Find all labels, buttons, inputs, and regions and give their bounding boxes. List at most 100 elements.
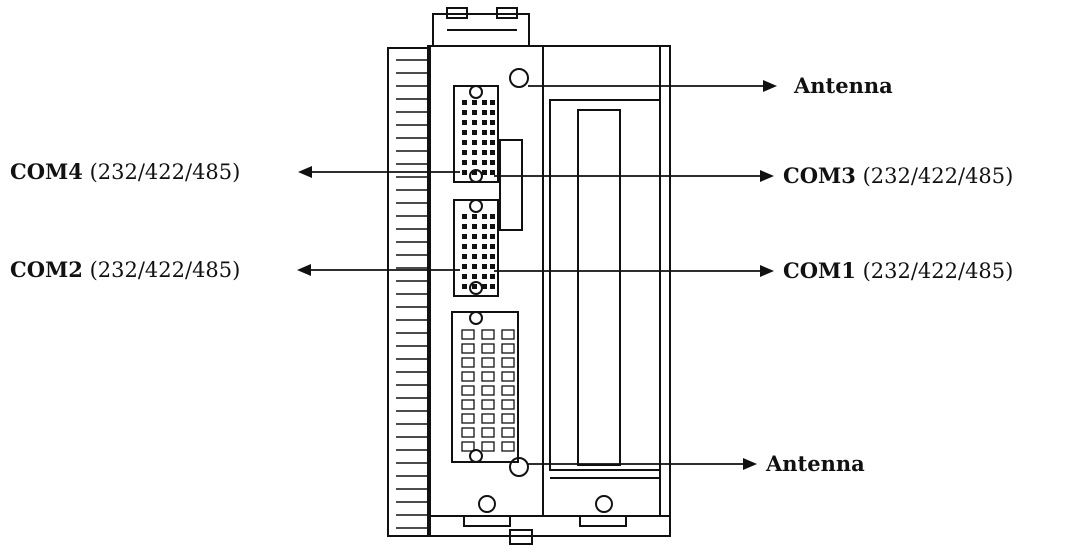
label-com3: COM3 (232/422/485) — [783, 163, 1014, 188]
connector-pin — [490, 264, 495, 269]
connector-pin — [482, 130, 487, 135]
connector-pin — [472, 244, 477, 249]
connector-pin — [472, 274, 477, 279]
terminal-screw — [461, 441, 475, 452]
connector-pin — [472, 264, 477, 269]
terminal-screw — [481, 427, 495, 438]
terminal-screw — [501, 413, 515, 424]
connector-pin — [472, 284, 477, 289]
label-antenna-top: Antenna — [794, 73, 893, 98]
connector-pin — [472, 140, 477, 145]
terminal-screw — [501, 371, 515, 382]
connector-pin — [462, 284, 467, 289]
connector-pin — [462, 234, 467, 239]
terminal-screw — [481, 329, 495, 340]
connector-pin — [462, 140, 467, 145]
terminal-screw — [461, 427, 475, 438]
connector-pin — [490, 274, 495, 279]
connector-pin — [462, 100, 467, 105]
label-antenna-bottom: Antenna — [766, 451, 865, 476]
heatsink-fins — [387, 47, 431, 537]
connector-pin — [482, 214, 487, 219]
terminal-screw — [481, 357, 495, 368]
terminal-screw — [501, 329, 515, 340]
connector-pin — [490, 120, 495, 125]
connector-pin — [472, 110, 477, 115]
terminal-screw — [461, 357, 475, 368]
connector-pin — [482, 234, 487, 239]
connector-pin — [482, 254, 487, 259]
connector-pin — [482, 160, 487, 165]
chassis-body — [427, 45, 671, 537]
connector-pin — [472, 214, 477, 219]
terminal-screw — [501, 399, 515, 410]
terminal-screw — [461, 399, 475, 410]
connector-pin — [472, 120, 477, 125]
connector-pin — [482, 100, 487, 105]
connector-pin — [490, 284, 495, 289]
connector-pin — [462, 160, 467, 165]
connector-pin — [462, 110, 467, 115]
connector-pin — [462, 130, 467, 135]
connector-pin — [490, 100, 495, 105]
connector-pin — [472, 100, 477, 105]
connector-pin — [472, 170, 477, 175]
connector-pin — [472, 160, 477, 165]
connector-pin — [462, 170, 467, 175]
connector-pin — [472, 254, 477, 259]
terminal-screw — [501, 441, 515, 452]
screw-right — [595, 495, 613, 513]
connector-pin — [462, 244, 467, 249]
antenna-connector-top — [509, 68, 529, 88]
connector-pin — [462, 120, 467, 125]
screw-left — [478, 495, 496, 513]
connector-pin — [472, 234, 477, 239]
right-module — [549, 46, 661, 516]
terminal-screw — [461, 329, 475, 340]
terminal-screw — [501, 385, 515, 396]
connector-pin — [490, 130, 495, 135]
terminal-screw — [501, 357, 515, 368]
label-com1: COM1 (232/422/485) — [783, 258, 1014, 283]
connector-pin — [490, 160, 495, 165]
connector-pin — [490, 224, 495, 229]
terminal-screw — [481, 385, 495, 396]
connector-pin — [490, 234, 495, 239]
terminal-screw — [481, 413, 495, 424]
terminal-screw — [501, 343, 515, 354]
connector-pin — [490, 214, 495, 219]
connector-pin — [462, 224, 467, 229]
com-connector-block-upper — [453, 85, 523, 297]
connector-pin — [472, 224, 477, 229]
connector-pin — [482, 170, 487, 175]
connector-pin — [472, 150, 477, 155]
top-clip — [432, 7, 530, 47]
connector-pin — [482, 244, 487, 249]
terminal-screw — [461, 371, 475, 382]
connector-pin — [462, 264, 467, 269]
terminal-block-lower — [451, 311, 519, 463]
terminal-screw — [501, 427, 515, 438]
connector-pin — [482, 150, 487, 155]
connector-pin — [482, 284, 487, 289]
terminal-screw — [481, 441, 495, 452]
terminal-screw — [481, 343, 495, 354]
terminal-screw — [461, 385, 475, 396]
connector-pin — [490, 110, 495, 115]
connector-pin — [490, 244, 495, 249]
connector-pin — [482, 120, 487, 125]
connector-pin — [490, 254, 495, 259]
connector-pin — [472, 130, 477, 135]
terminal-screw — [481, 371, 495, 382]
connector-pin — [462, 150, 467, 155]
label-com2: COM2 (232/422/485) — [10, 257, 241, 282]
connector-pin — [490, 170, 495, 175]
connector-pin — [482, 264, 487, 269]
connector-pin — [462, 274, 467, 279]
connector-pin — [482, 140, 487, 145]
connector-pin — [482, 274, 487, 279]
label-com4: COM4 (232/422/485) — [10, 159, 241, 184]
connector-pin — [490, 150, 495, 155]
